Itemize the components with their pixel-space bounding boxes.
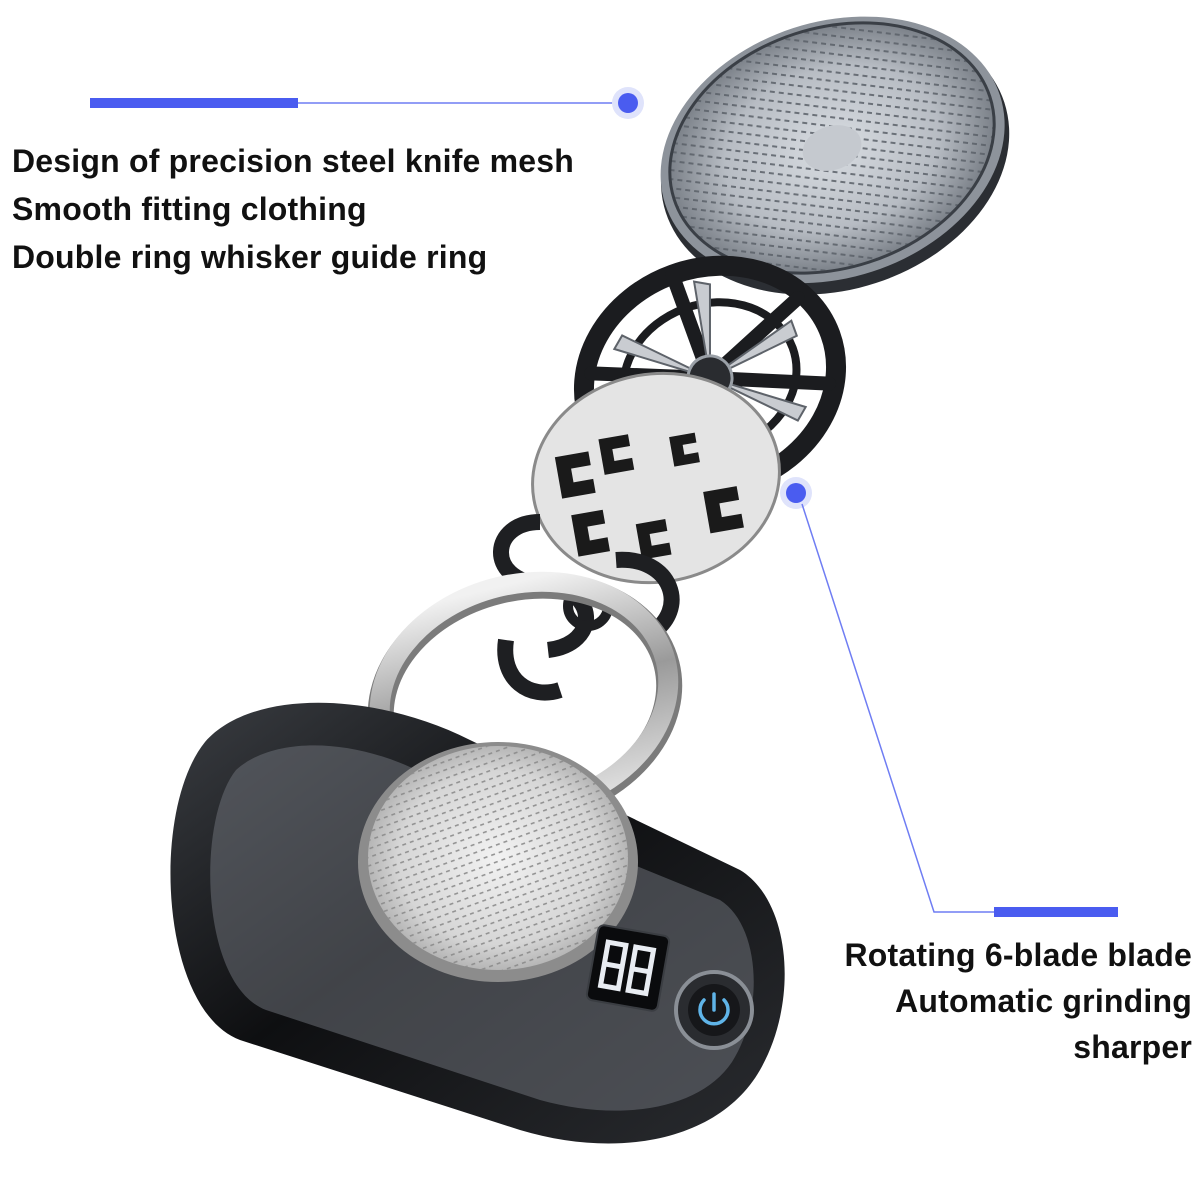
whisker-guide-plate (531, 371, 781, 585)
callout-line: Automatic grinding (895, 983, 1192, 1019)
callout-line: Design of precision steel knife mesh (12, 143, 575, 179)
power-button[interactable] (674, 970, 754, 1050)
feature-callout-mesh: Design of precision steel knife mesh Smo… (12, 142, 574, 286)
power-icon (698, 992, 730, 1026)
connector-bottom (780, 477, 1118, 917)
steel-knife-mesh (660, 16, 1010, 295)
callout-line: Double ring whisker guide ring (12, 239, 488, 275)
feature-callout-blade: Rotating 6-blade blade Automatic grindin… (844, 936, 1192, 1074)
digital-display-icon (585, 924, 671, 1012)
connector-top (90, 87, 644, 119)
callout-line: Rotating 6-blade blade (844, 937, 1192, 973)
callout-line: sharper (1073, 1029, 1192, 1065)
callout-line: Smooth fitting clothing (12, 191, 367, 227)
shaver-body (170, 702, 785, 1144)
